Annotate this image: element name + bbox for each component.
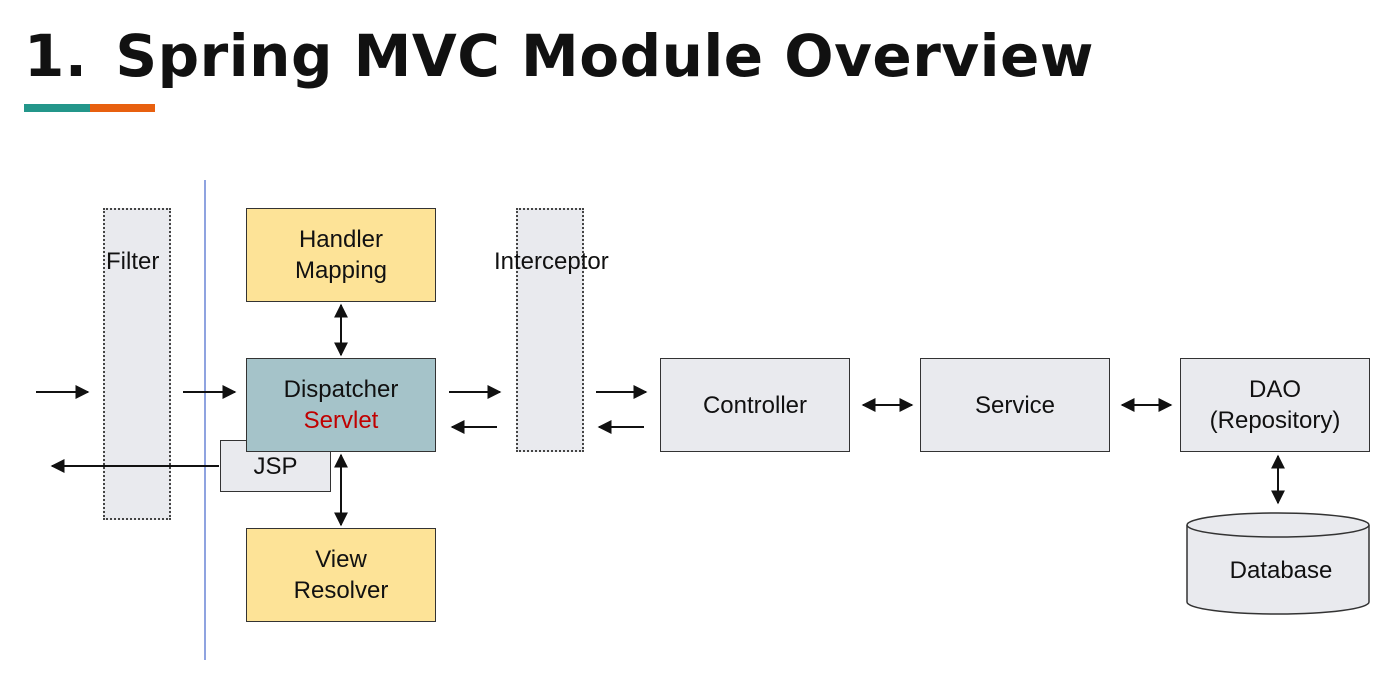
interceptor-column [516,208,584,452]
handler-mapping-line1: Handler [298,226,384,253]
controller-label: Controller [702,391,808,419]
separator-line [204,180,206,660]
underline-orange-segment [90,104,155,112]
dao-line1: DAO [1248,376,1301,403]
dispatcher-line1: Dispatcher [283,376,399,403]
title-text: Spring MVC Module Overview [115,22,1094,90]
database-cylinder: Database [1186,512,1370,615]
dispatcher-servlet-box: Dispatcher Servlet [246,358,436,452]
service-box: Service [920,358,1110,452]
controller-box: Controller [660,358,850,452]
interceptor-label: Interceptor [494,248,609,275]
dao-box: DAO (Repository) [1180,358,1370,452]
service-label: Service [974,391,1056,419]
title-underline [24,104,155,112]
underline-teal-segment [24,104,90,112]
view-resolver-line2: Resolver [293,577,389,604]
database-label: Database [1230,557,1333,584]
handler-mapping-box: Handler Mapping [246,208,436,302]
page-title: 1. Spring MVC Module Overview [24,22,1094,90]
dispatcher-line2: Servlet [303,407,379,434]
dao-line2: (Repository) [1209,407,1341,434]
title-number: 1. [24,22,88,90]
handler-mapping-line2: Mapping [294,257,388,284]
view-resolver-box: View Resolver [246,528,436,622]
filter-column [103,208,171,520]
filter-label: Filter [106,248,160,275]
view-resolver-line1: View [315,546,367,573]
jsp-label: JSP [253,453,298,480]
